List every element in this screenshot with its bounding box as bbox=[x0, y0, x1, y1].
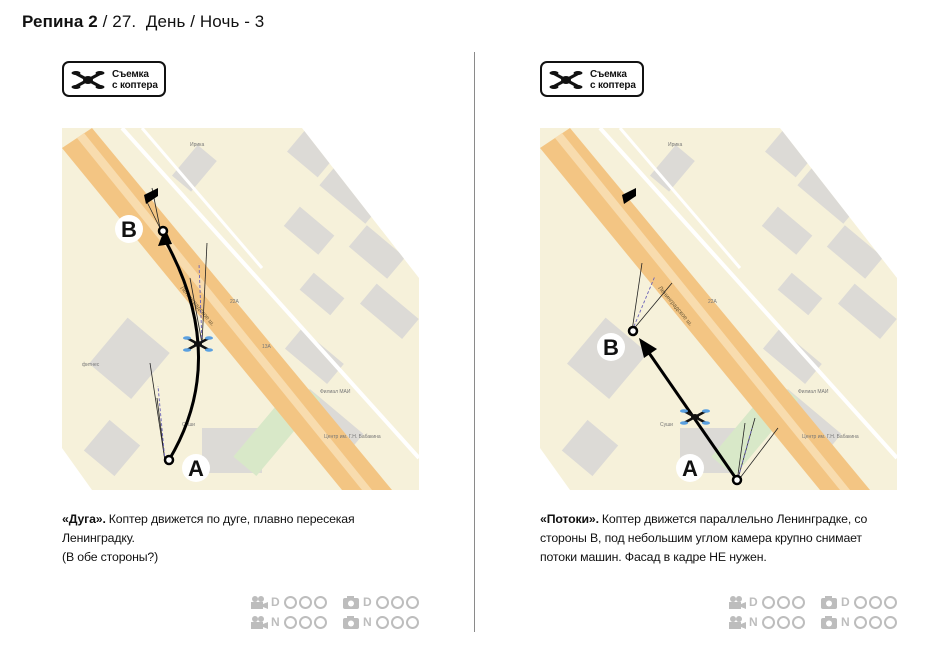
rating-video-day: D bbox=[728, 594, 805, 610]
rating-video-night: N bbox=[728, 614, 805, 630]
rating-photo-day: D bbox=[342, 594, 419, 610]
description-title: «Потоки». bbox=[540, 512, 599, 526]
rating-dots bbox=[854, 595, 897, 609]
video-camera-icon bbox=[251, 596, 268, 609]
point-b-label: B bbox=[121, 217, 137, 242]
rating-dots bbox=[854, 615, 897, 629]
drone-icon bbox=[549, 71, 583, 89]
rating-dots bbox=[284, 595, 327, 609]
rating-dots bbox=[762, 615, 805, 629]
map-label-bank: Филиал МАИ bbox=[798, 389, 829, 395]
rating-video-day: D bbox=[250, 594, 327, 610]
badge-line-1: Съемка bbox=[590, 69, 627, 80]
rating-letter: N bbox=[271, 615, 280, 629]
page-title-bold: Репина 2 bbox=[22, 12, 98, 31]
photo-camera-icon bbox=[343, 596, 359, 609]
map-label-22a: 22А bbox=[708, 299, 718, 305]
map-label-center: Центр им. Г.Н. Бабакина bbox=[802, 434, 859, 440]
rating-dots bbox=[376, 595, 419, 609]
drone-icon bbox=[71, 71, 105, 89]
rating-letter: D bbox=[363, 595, 372, 609]
rating-letter: N bbox=[841, 615, 850, 629]
map-streams: Ирика Филиал МАИ Центр им. Г.Н. Бабакина… bbox=[540, 128, 897, 490]
ratings-arc: D D N N bbox=[250, 594, 430, 634]
rating-letter: D bbox=[271, 595, 280, 609]
rating-dots bbox=[284, 615, 327, 629]
map-label-13a: 13А bbox=[262, 344, 272, 350]
map-label-bank: Филиал МАИ bbox=[320, 389, 351, 395]
panel-divider bbox=[474, 52, 475, 632]
map-label-bus: Суши bbox=[182, 422, 195, 428]
video-camera-icon bbox=[729, 596, 746, 609]
rating-letter: D bbox=[841, 595, 850, 609]
badge-line-2: с коптера bbox=[112, 80, 158, 91]
map-label-irika: Ирика bbox=[668, 142, 682, 148]
badge-line-2: с коптера bbox=[590, 80, 636, 91]
ratings-streams: D D N N bbox=[728, 594, 908, 634]
rating-dots bbox=[762, 595, 805, 609]
description-text: Коптер движется по дуге, плавно пересека… bbox=[62, 512, 355, 545]
map-label-bus: Суши bbox=[660, 422, 673, 428]
map-arc: Ирика фитнес Филиал МАИ Центр им. Г.Н. Б… bbox=[62, 128, 419, 490]
map-label-irika: Ирика bbox=[190, 142, 204, 148]
rating-letter: D bbox=[749, 595, 758, 609]
description-text: Коптер движется параллельно Ленинградке,… bbox=[540, 512, 868, 564]
rating-photo-day: D bbox=[820, 594, 897, 610]
description-streams: «Потоки».Коптер движется параллельно Лен… bbox=[540, 510, 900, 567]
video-camera-icon bbox=[729, 616, 746, 629]
photo-camera-icon bbox=[821, 596, 837, 609]
rating-dots bbox=[376, 615, 419, 629]
page-title-rest: / 27. День / Ночь - 3 bbox=[97, 12, 265, 31]
rating-letter: N bbox=[749, 615, 758, 629]
badge-line-1: Съемка bbox=[112, 69, 149, 80]
rating-photo-night: N bbox=[342, 614, 419, 630]
rating-photo-night: N bbox=[820, 614, 897, 630]
map-label-center: Центр им. Г.Н. Бабакина bbox=[324, 434, 381, 440]
description-arc: «Дуга».Коптер движется по дуге, плавно п… bbox=[62, 510, 422, 567]
map-label-22a: 22А bbox=[230, 299, 240, 305]
description-title: «Дуга». bbox=[62, 512, 106, 526]
photo-camera-icon bbox=[343, 616, 359, 629]
video-camera-icon bbox=[251, 616, 268, 629]
map-label-place: фитнес bbox=[82, 362, 100, 368]
photo-camera-icon bbox=[821, 616, 837, 629]
rating-video-night: N bbox=[250, 614, 327, 630]
point-a-label: A bbox=[682, 456, 698, 481]
description-text-2: (В обе стороны?) bbox=[62, 550, 159, 564]
point-a-label: A bbox=[188, 456, 204, 481]
page-title: Репина 2 / 27. День / Ночь - 3 bbox=[22, 12, 264, 32]
rating-letter: N bbox=[363, 615, 372, 629]
point-b-label: B bbox=[603, 335, 619, 360]
